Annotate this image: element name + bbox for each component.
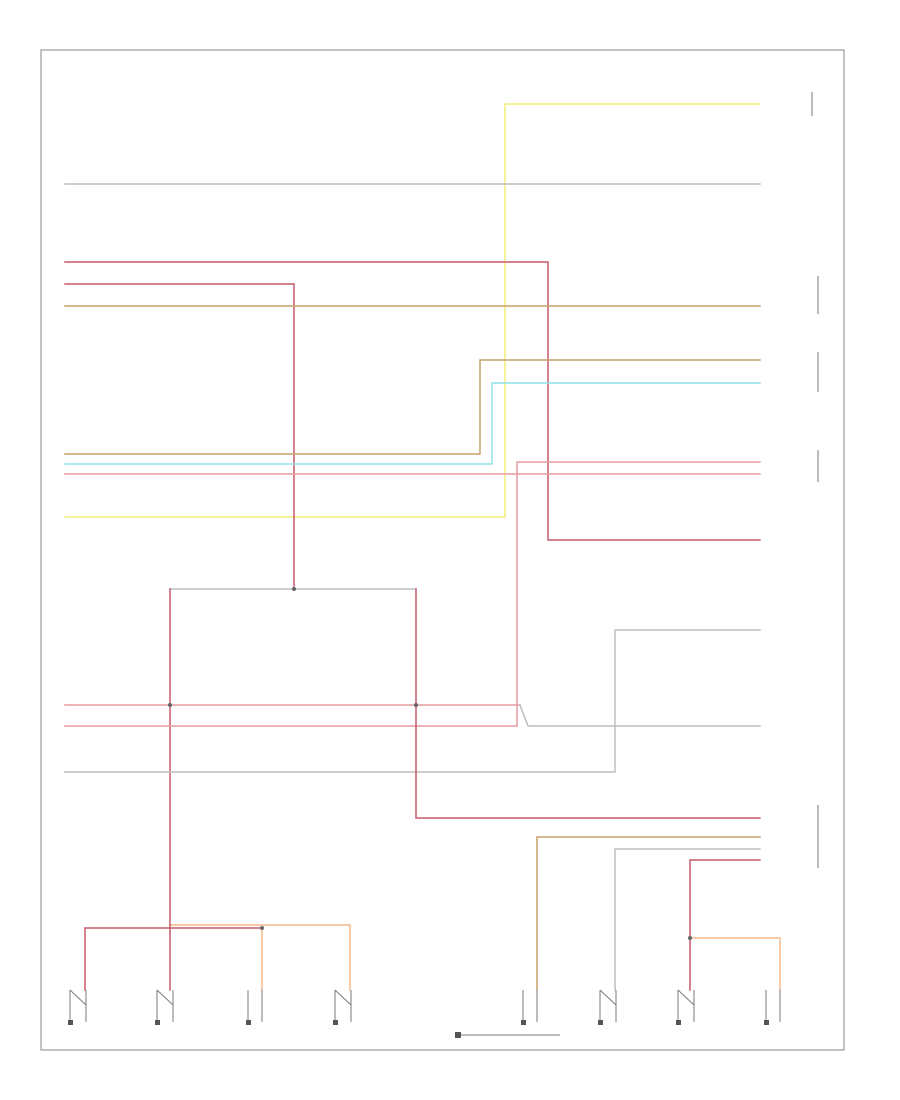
wire-orange-switch-bus (169, 924, 351, 991)
wire-red-switch (689, 859, 761, 991)
door-switch-left-3 (246, 990, 263, 1025)
door-switch-right-4 (764, 990, 781, 1025)
wire-red-1 (64, 261, 761, 541)
wire-red-right-down (415, 588, 761, 819)
door-switch-right-1 (521, 990, 538, 1025)
wire-tan-switch (536, 836, 761, 991)
wire-tan-2 (64, 359, 761, 455)
door-switch-right-2 (598, 989, 617, 1025)
door-switch-left-1 (68, 989, 87, 1025)
wire-yellow-top (64, 103, 761, 518)
wire-red-left-down (64, 588, 761, 926)
door-switch-right-3 (676, 989, 695, 1025)
wire-pink-2 (516, 461, 761, 727)
door-switch-left-4 (333, 989, 352, 1025)
wire-red-2 (64, 283, 295, 590)
wire-orange-switch (689, 937, 781, 991)
component-brackets (811, 92, 819, 868)
ground-node (455, 1032, 560, 1038)
wire-red-switch-bus (84, 927, 263, 991)
door-switch-left-2 (155, 989, 174, 1025)
diagram-frame (40, 49, 845, 1051)
splice-dot-5 (688, 936, 692, 940)
wire-cyan (64, 382, 761, 465)
splice-dot-1 (292, 587, 296, 591)
splice-dot-4 (260, 926, 264, 930)
splice-dot-3 (414, 703, 418, 707)
wire-gray-switch (614, 848, 761, 991)
splice-dot-2 (168, 703, 172, 707)
